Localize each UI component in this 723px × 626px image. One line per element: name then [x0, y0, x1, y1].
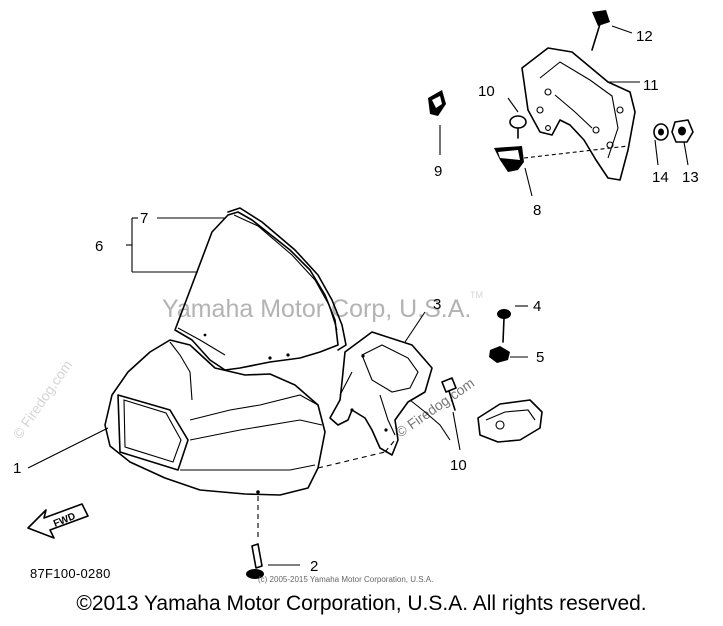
callout-11: 11 [643, 77, 659, 94]
washer-14 [653, 123, 669, 141]
callout-14: 14 [652, 169, 669, 186]
mount-plate [477, 399, 543, 443]
callout-6: 6 [95, 238, 103, 255]
bolt-10-lower [441, 377, 457, 411]
forward-arrow: FWD [27, 503, 89, 539]
watermark-side: © Firedog.com [9, 357, 75, 442]
watermark-center: © Firedog.com [393, 375, 478, 441]
callout-10-lower: 10 [450, 457, 467, 474]
small-copyright: (c) 2005-2015 Yamaha Motor Corporation, … [258, 575, 433, 584]
clip-9 [428, 90, 446, 116]
copyright-notice: ©2013 Yamaha Motor Corporation, U.S.A. A… [76, 592, 647, 615]
clip-8 [494, 146, 524, 172]
callout-13: 13 [682, 169, 699, 186]
watermark-main: Yamaha Motor Corp, U.S.A. [162, 295, 471, 323]
callouts: 1 2 3 4 5 6 7 8 9 10 10 11 12 13 14 [13, 28, 699, 575]
parts-diagram: Yamaha Motor Corp, U.S.A. TM © Firedog.c… [9, 10, 699, 584]
callout-10-upper: 10 [478, 83, 495, 100]
callout-8: 8 [533, 202, 541, 219]
windshield [174, 207, 347, 371]
callout-4: 4 [533, 298, 541, 315]
callout-2: 2 [310, 558, 318, 575]
guide-lines [257, 439, 396, 540]
callout-7: 7 [140, 210, 148, 227]
nut-5 [489, 346, 510, 363]
callout-3: 3 [433, 296, 441, 313]
bolt-10-upper [509, 115, 527, 139]
bolt-12 [591, 10, 610, 51]
watermark-tm: TM [470, 290, 483, 300]
bolt-4 [497, 309, 511, 343]
callout-1: 1 [13, 460, 21, 477]
fairing-bracket [329, 331, 451, 456]
callout-12: 12 [636, 28, 653, 45]
leader-lines [27, 25, 689, 566]
stay-bracket [521, 47, 636, 181]
fairing-cowl [104, 339, 326, 496]
callout-5: 5 [536, 349, 544, 366]
nut-13 [671, 119, 694, 143]
part-code: 87F100-0280 [30, 566, 111, 581]
callout-9: 9 [434, 163, 442, 180]
bolt-2 [246, 543, 264, 579]
